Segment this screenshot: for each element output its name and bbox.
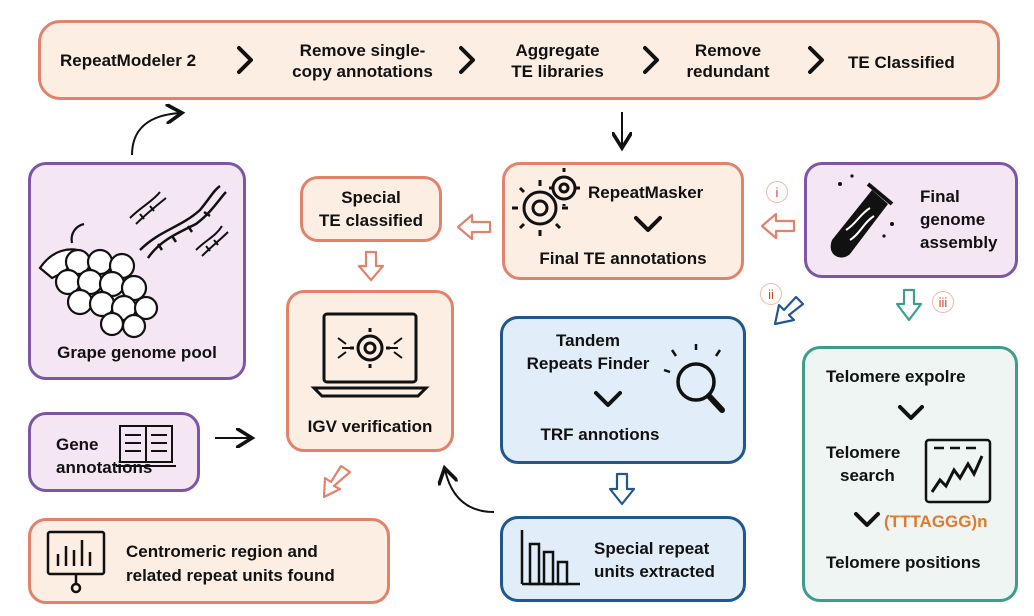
trf-line2: Repeats Finder: [526, 354, 650, 373]
hollow-arrow-down-icon: [357, 250, 385, 282]
hollow-arrow-diag-icon: [322, 464, 352, 499]
telomere-search-line1: Telomere: [826, 443, 901, 462]
hollow-arrow-left-icon: [456, 213, 492, 241]
grape-cluster-icon: [38, 222, 159, 339]
badge-ii: ii: [760, 283, 782, 305]
trf-box: [500, 316, 746, 464]
final-genome-assembly-box: [804, 162, 1018, 278]
test-tube-dna-icon: [830, 174, 894, 258]
chart-monitor-icon: [46, 530, 106, 594]
final-genome-assembly-line3: assembly: [920, 233, 998, 252]
pipeline-step-remove-single-copy-line2: copy annotations: [292, 62, 433, 81]
special-te-line1: Special: [341, 188, 401, 207]
hollow-arrow-down-icon: [895, 288, 923, 322]
book-icon: [116, 425, 176, 467]
centromeric-line2: related repeat units found: [126, 566, 335, 585]
pipeline-bar: [38, 20, 1000, 100]
final-genome-assembly-line1: Final: [920, 187, 960, 206]
curved-arrow-back: [445, 470, 495, 513]
hollow-arrow-diag-icon: [773, 295, 805, 326]
magnifier-icon: [663, 344, 725, 413]
badge-iii: iii: [932, 291, 954, 313]
dna-helix-icon: [195, 225, 229, 257]
igv-verification-box: [286, 290, 454, 452]
chevron-down-icon: [854, 512, 880, 527]
pipeline-step-repeatmodeler: RepeatModeler 2: [60, 51, 197, 70]
trf-line1: Tandem: [556, 331, 620, 350]
bar-chart-icon: [520, 530, 580, 586]
repeatmasker-result: Final TE annotations: [539, 249, 707, 268]
chevron-down-icon: [634, 216, 662, 232]
hollow-arrow-left-icon: [760, 212, 796, 240]
trf-result: TRF annotions: [540, 425, 660, 444]
repeatmasker-title: RepeatMasker: [588, 183, 704, 202]
telomere-sequence: (TTTAGGG)n: [884, 512, 988, 531]
grape-genome-pool-label: Grape genome pool: [57, 343, 217, 362]
chevron-right-icon: [459, 46, 475, 74]
telomere-explore: Telomere expolre: [826, 367, 966, 386]
pipeline-step-aggregate-line1: Aggregate: [515, 41, 600, 60]
dna-helix-icon: [139, 184, 227, 259]
gear-icon: [512, 168, 580, 236]
gene-annotations-line1: Gene: [56, 435, 99, 454]
special-repeat-line1: Special repeat: [594, 539, 710, 558]
chevron-down-icon: [898, 405, 924, 420]
pipeline-step-remove-redundant-line2: redundant: [686, 62, 770, 81]
line-chart-icon: [924, 438, 992, 504]
final-genome-assembly-line2: genome: [920, 210, 986, 229]
pipeline-step-remove-single-copy-line1: Remove single-: [299, 41, 426, 60]
monitor-gear-icon: [310, 312, 430, 398]
chevron-right-icon: [237, 46, 253, 74]
dna-helix-icon: [129, 191, 167, 225]
special-repeat-box: [500, 516, 746, 602]
curved-arrow-up: [131, 113, 180, 156]
chevron-right-icon: [643, 46, 659, 74]
special-repeat-line2: units extracted: [594, 562, 715, 581]
chevron-right-icon: [808, 46, 824, 74]
telomere-box: [802, 346, 1018, 602]
igv-verification-label: IGV verification: [307, 417, 433, 436]
special-te-box: [300, 176, 442, 242]
centromeric-line1: Centromeric region and: [126, 542, 318, 561]
pipeline-step-te-classified: TE Classified: [848, 53, 955, 72]
hollow-arrow-down-icon: [608, 472, 636, 506]
badge-i: i: [766, 181, 788, 203]
telomere-positions: Telomere positions: [826, 553, 981, 572]
special-te-line2: TE classified: [319, 211, 423, 230]
pipeline-step-aggregate-line2: TE libraries: [511, 62, 604, 81]
repeatmasker-box: [502, 162, 744, 280]
telomere-search-line2: search: [840, 466, 895, 485]
chevron-down-icon: [594, 391, 622, 407]
pipeline-step-remove-redundant-line1: Remove: [694, 41, 762, 60]
